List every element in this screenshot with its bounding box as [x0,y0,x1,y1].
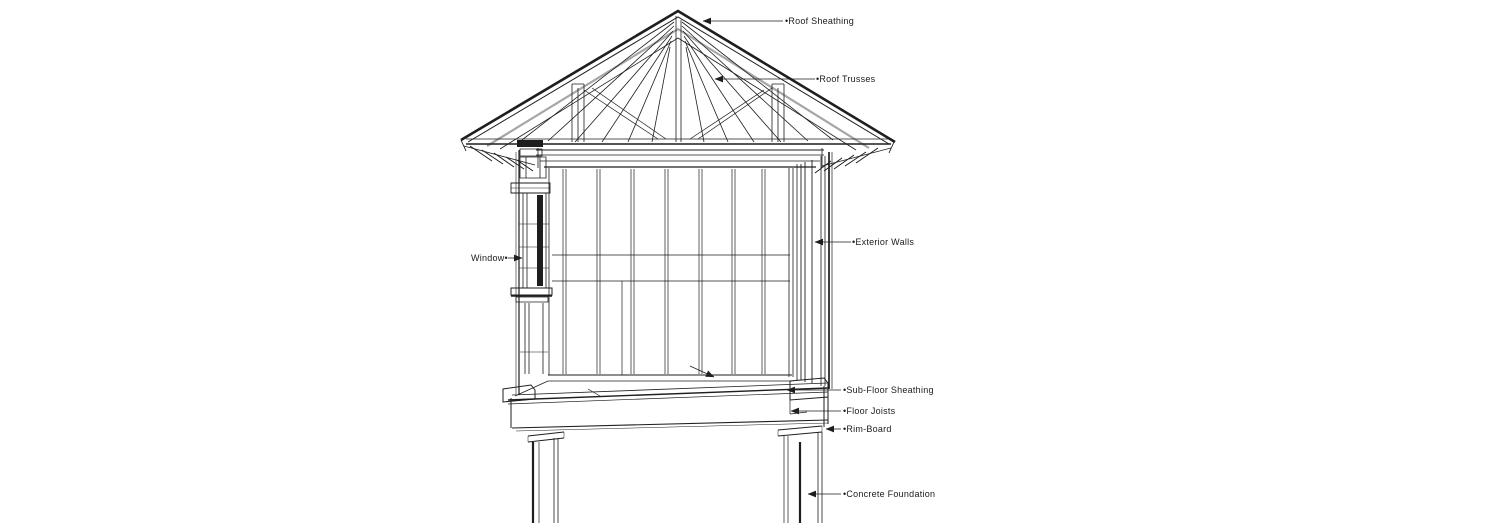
wall-top-plates [536,148,824,168]
label-concrete-foundation: •Concrete Foundation [843,489,936,499]
roof-sheathing-lines [460,9,896,167]
roof-trusses [466,16,891,145]
floor-assembly [502,365,829,432]
subfloor-pointer-arrow [689,365,715,378]
label-roof-sheathing: •Roof Sheathing [785,16,854,26]
exterior-wall-right [788,152,833,389]
wall-studs [548,169,792,382]
window-assembly [510,140,553,394]
roof-eave-rafter-tails [469,145,879,174]
callout-leaders [508,17,851,498]
label-sub-floor-sheathing: •Sub-Floor Sheathing [843,385,934,395]
rim-board-left-corner [502,384,536,403]
label-exterior-walls: •Exterior Walls [852,237,915,247]
label-window: Window• [471,253,508,263]
label-rim-board: •Rim-Board [843,424,892,434]
label-roof-trusses: •Roof Trusses [816,74,876,84]
label-floor-joists: •Floor Joists [843,406,896,416]
foundation-walls [527,425,823,523]
wall-blocking-rows [552,254,790,282]
